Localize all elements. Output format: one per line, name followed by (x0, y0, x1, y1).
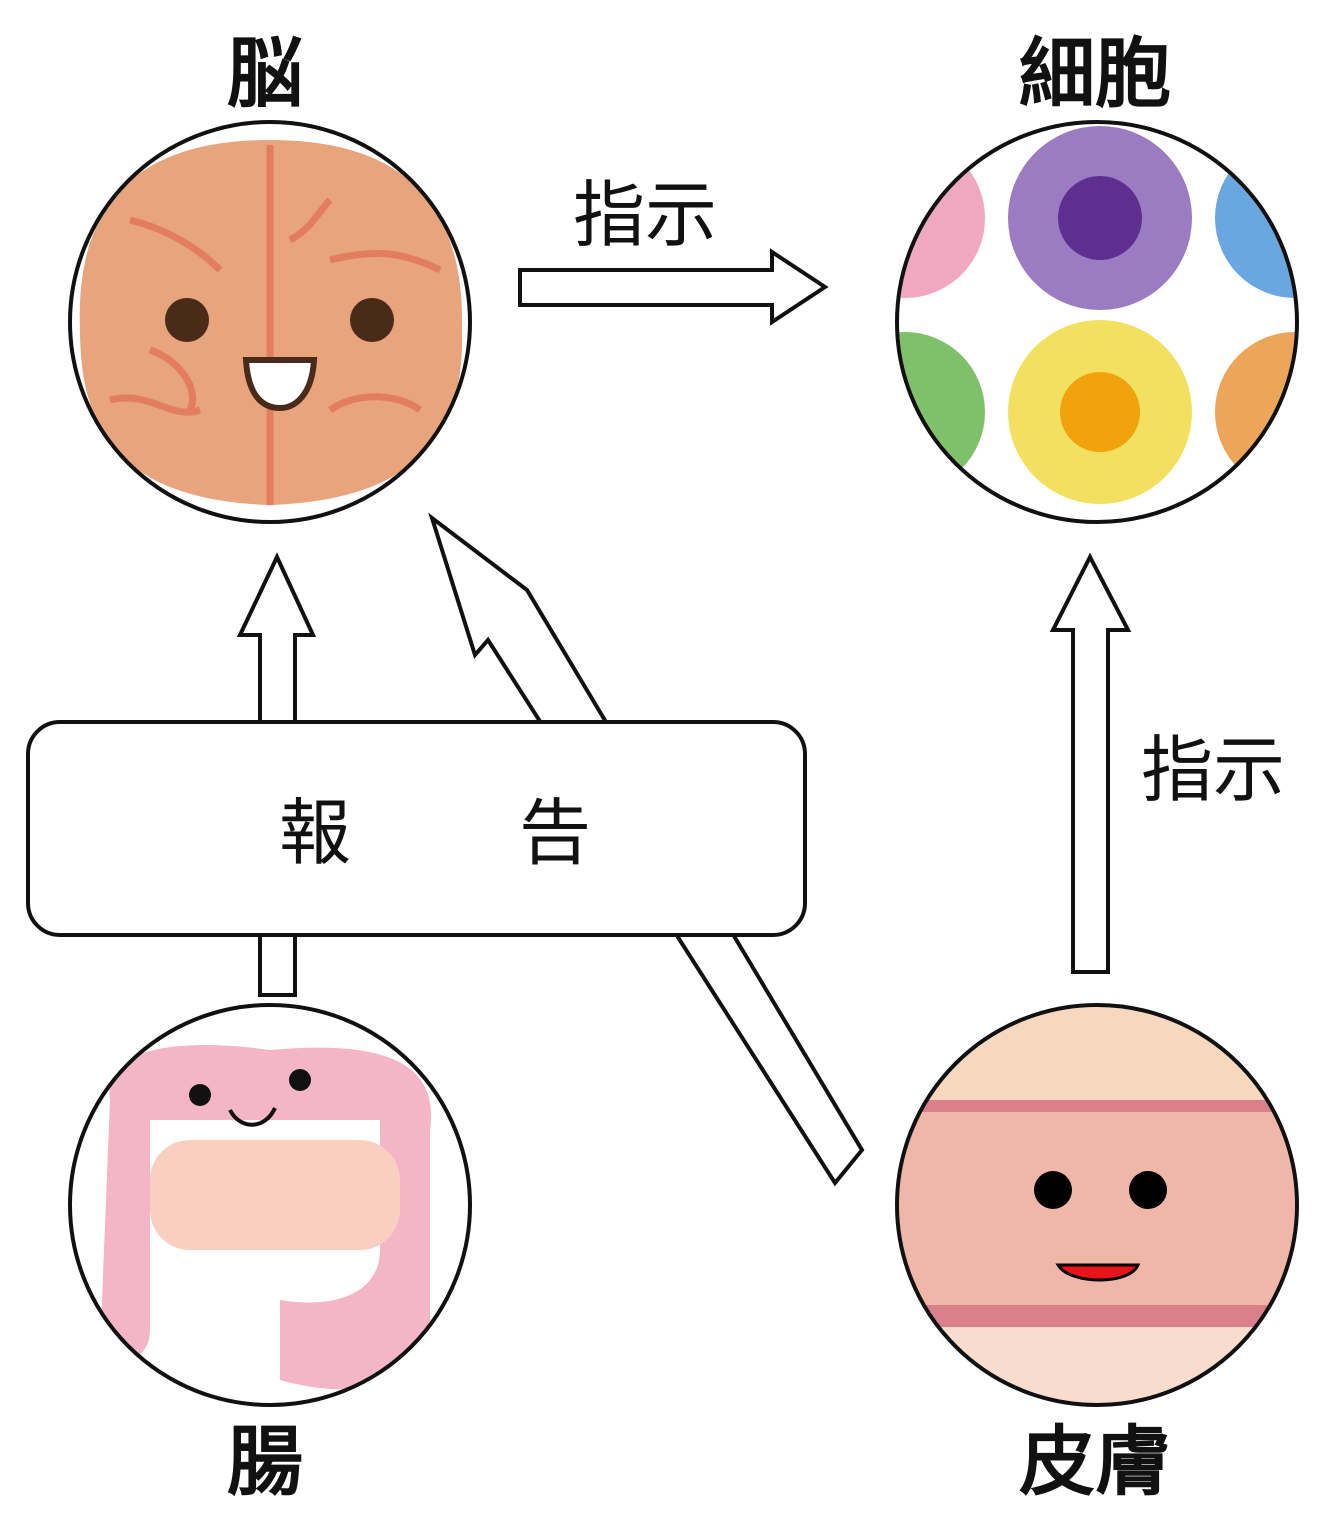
cells-illustration (895, 120, 1299, 524)
instruct-label-right: 指示 (1141, 728, 1285, 812)
report-label-2: 告 (519, 791, 591, 875)
gut-illustration (68, 1003, 472, 1407)
arrow-brain-to-cells (518, 248, 829, 326)
brain-label: 脳 (227, 29, 303, 118)
report-box: 報 告 (26, 720, 807, 937)
brain-illustration (68, 120, 472, 524)
gut-label: 腸 (227, 1417, 303, 1506)
skin-label: 皮膚 (1019, 1417, 1171, 1506)
skin-illustration (895, 1003, 1299, 1407)
instruct-label-top: 指示 (573, 173, 717, 257)
cells-label: 細胞 (1019, 29, 1171, 118)
arrow-skin-to-cells (1049, 552, 1132, 974)
report-label-1: 報 (279, 791, 351, 875)
